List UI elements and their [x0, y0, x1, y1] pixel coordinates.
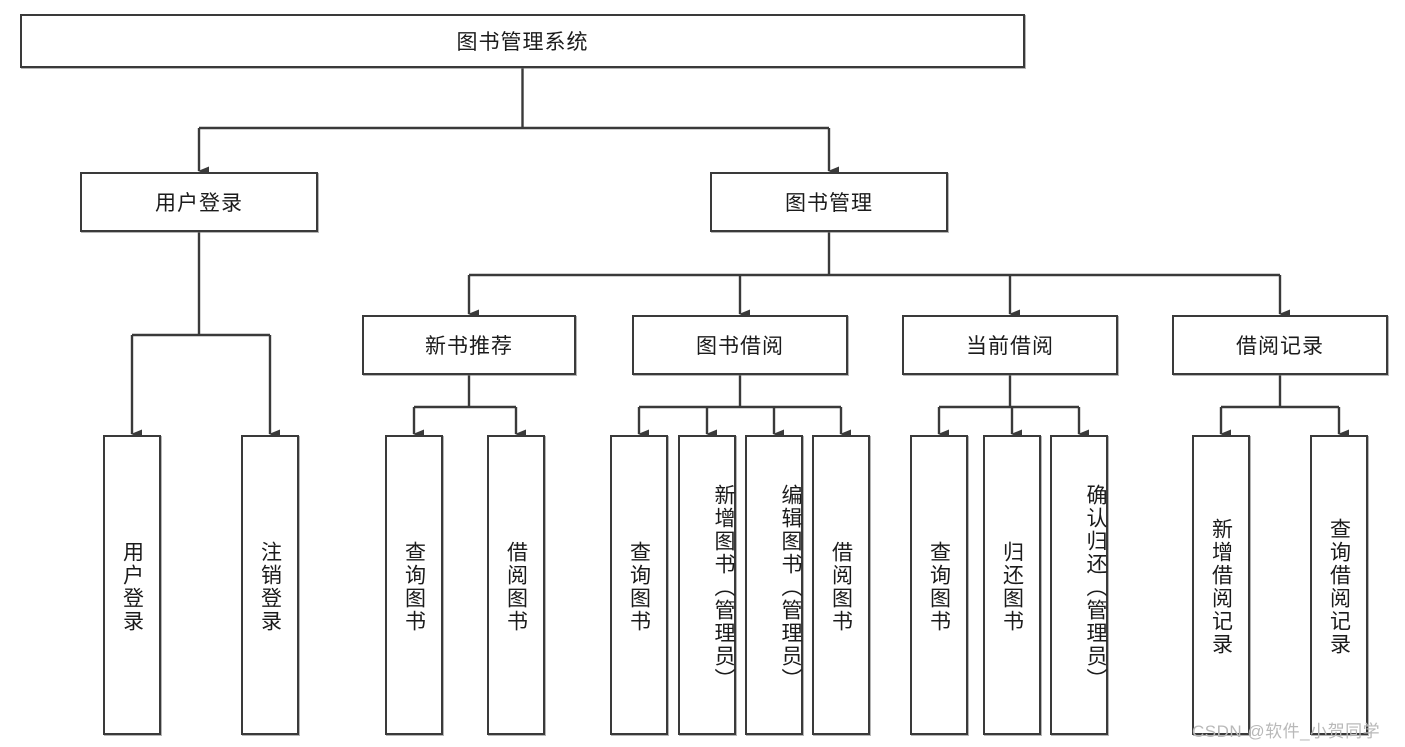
- node-label: 借阅图书: [829, 541, 853, 633]
- node-leaf-re-query[interactable]: 查询借阅记录: [1310, 435, 1368, 735]
- node-l2-user[interactable]: 用户登录: [80, 172, 318, 232]
- node-label: 查询图书: [402, 541, 426, 633]
- node-root[interactable]: 图书管理系统: [20, 14, 1025, 68]
- node-label: 新增借阅记录: [1209, 518, 1233, 656]
- node-l3-current[interactable]: 当前借阅: [902, 315, 1118, 375]
- node-l3-record[interactable]: 借阅记录: [1172, 315, 1388, 375]
- node-label: 用户登录: [120, 541, 144, 633]
- node-label: 图书管理系统: [456, 31, 589, 54]
- node-leaf-cu-confirm[interactable]: 确认归还（管理员）: [1050, 435, 1108, 735]
- node-l3-borrow[interactable]: 图书借阅: [632, 315, 848, 375]
- edge-group: [130, 68, 1349, 439]
- node-label: 图书借阅: [696, 335, 784, 358]
- node-leaf-user-logout[interactable]: 注销登录: [241, 435, 299, 735]
- node-leaf-cu-return[interactable]: 归还图书: [983, 435, 1041, 735]
- node-leaf-re-add[interactable]: 新增借阅记录: [1192, 435, 1250, 735]
- node-label: 查询图书: [627, 541, 651, 633]
- node-leaf-bo-query[interactable]: 查询图书: [610, 435, 668, 735]
- node-label: 确认归还（管理员）: [1084, 483, 1107, 691]
- node-label: 借阅记录: [1236, 335, 1324, 358]
- node-label: 图书管理: [785, 192, 873, 215]
- node-leaf-user-login[interactable]: 用户登录: [103, 435, 161, 735]
- node-leaf-nb-query[interactable]: 查询图书: [385, 435, 443, 735]
- node-leaf-cu-query[interactable]: 查询图书: [910, 435, 968, 735]
- node-leaf-bo-edit[interactable]: 编辑图书（管理员）: [745, 435, 803, 735]
- node-label: 当前借阅: [966, 335, 1054, 358]
- node-l3-newbook[interactable]: 新书推荐: [362, 315, 576, 375]
- node-leaf-nb-borrow[interactable]: 借阅图书: [487, 435, 545, 735]
- node-label: 借阅图书: [504, 541, 528, 633]
- node-leaf-bo-add[interactable]: 新增图书（管理员）: [678, 435, 736, 735]
- watermark-text: CSDN @软件_小贺同学: [1192, 722, 1381, 741]
- node-label: 查询图书: [927, 541, 951, 633]
- node-label: 新书推荐: [425, 335, 513, 358]
- node-label: 编辑图书（管理员）: [779, 483, 802, 691]
- node-label: 用户登录: [155, 192, 243, 215]
- node-label: 归还图书: [1000, 541, 1024, 633]
- node-label: 注销登录: [258, 541, 282, 633]
- node-label: 查询借阅记录: [1327, 518, 1351, 656]
- node-l2-book[interactable]: 图书管理: [710, 172, 948, 232]
- node-leaf-bo-borrow[interactable]: 借阅图书: [812, 435, 870, 735]
- node-label: 新增图书（管理员）: [712, 483, 735, 691]
